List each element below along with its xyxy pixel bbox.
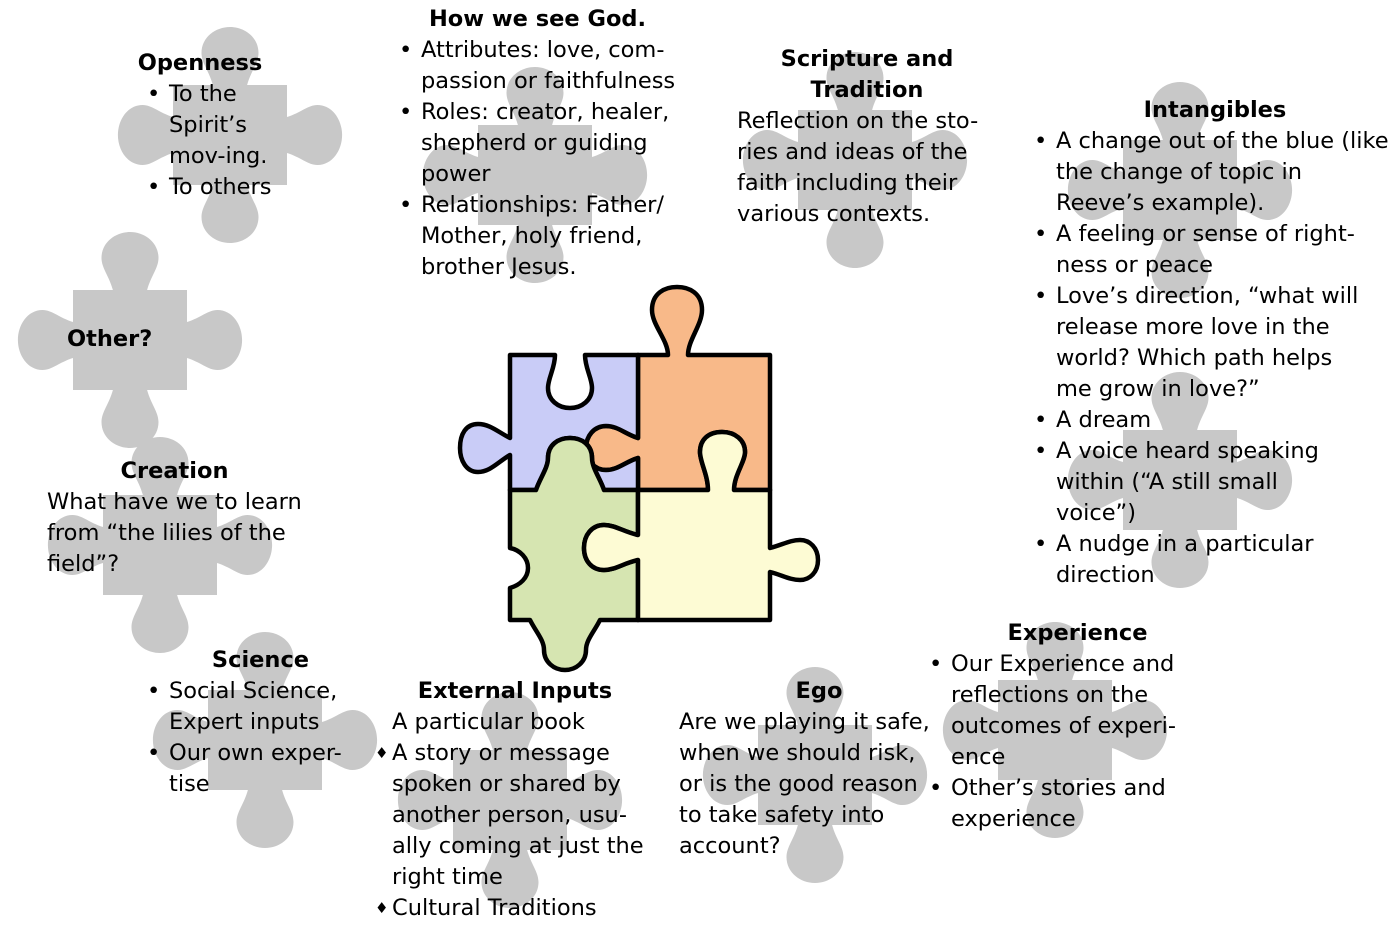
central-puzzle <box>457 284 821 673</box>
external-first: A particular book <box>392 709 585 735</box>
god-item: Roles: creator, healer, shepherd or guid… <box>395 97 711 190</box>
experience-title: Experience <box>1007 620 1148 646</box>
science-block: Science Social Science, Expert inputs Ou… <box>143 645 383 800</box>
yellow-piece <box>581 429 821 623</box>
experience-item: Other’s stories and experience <box>925 773 1196 835</box>
science-title: Science <box>211 647 310 673</box>
external-item: A story or message spoken or shared by a… <box>375 738 647 893</box>
openness-item: To others <box>143 172 285 203</box>
scripture-title-line2: Tradition <box>810 77 924 103</box>
ego-block: Ego Are we playing it safe, when we shou… <box>679 676 944 862</box>
god-item: Relationships: Father/ Mother, holy frie… <box>395 190 711 283</box>
god-title: How we see God. <box>428 6 647 32</box>
openness-block: Openness To the Spirit’s mov-ing. To oth… <box>135 48 285 203</box>
god-block: How we see God. Attributes: love, com-pa… <box>395 4 715 283</box>
scripture-title-line1: Scripture and <box>780 46 954 72</box>
creation-title: Creation <box>120 458 229 484</box>
intangibles-item: A feeling or sense of right-ness or peac… <box>1030 219 1376 281</box>
openness-item: To the Spirit’s mov-ing. <box>143 79 294 172</box>
intangibles-block: Intangibles A change out of the blue (li… <box>1030 95 1390 591</box>
scripture-text: Reflection on the sto-ries and ideas of … <box>737 108 979 227</box>
external-item: Cultural Traditions <box>375 893 655 924</box>
intangibles-item: A nudge in a particular direction <box>1030 529 1361 591</box>
scripture-block: Scripture and Tradition Reflection on th… <box>737 44 997 230</box>
creation-block: Creation What have we to learn from “the… <box>47 456 307 580</box>
science-item: Our own exper-tise <box>143 738 359 800</box>
other-block: Other? <box>67 324 152 355</box>
creation-text: What have we to learn from “the lilies o… <box>47 489 302 577</box>
intangibles-item: A voice heard speaking within (“A still … <box>1030 436 1361 529</box>
external-title: External Inputs <box>417 678 613 704</box>
intangibles-item: Love’s direction, “what will release mor… <box>1030 281 1368 405</box>
intangibles-title: Intangibles <box>1143 97 1287 123</box>
ego-title: Ego <box>795 678 843 704</box>
experience-item: Our Experience and reflections on the ou… <box>925 649 1196 773</box>
intangibles-item: A change out of the blue (like the chang… <box>1030 126 1391 219</box>
openness-title: Openness <box>137 50 263 76</box>
other-title: Other? <box>67 326 153 352</box>
ego-text: Are we playing it safe, when we should r… <box>679 709 930 859</box>
science-item: Social Science, Expert inputs <box>143 676 359 738</box>
intangibles-item: A dream <box>1030 405 1390 436</box>
god-item: Attributes: love, com-passion or faithfu… <box>395 35 701 97</box>
experience-block: Experience Our Experience and reflection… <box>929 618 1215 835</box>
external-block: External Inputs A particular book A stor… <box>375 676 655 924</box>
